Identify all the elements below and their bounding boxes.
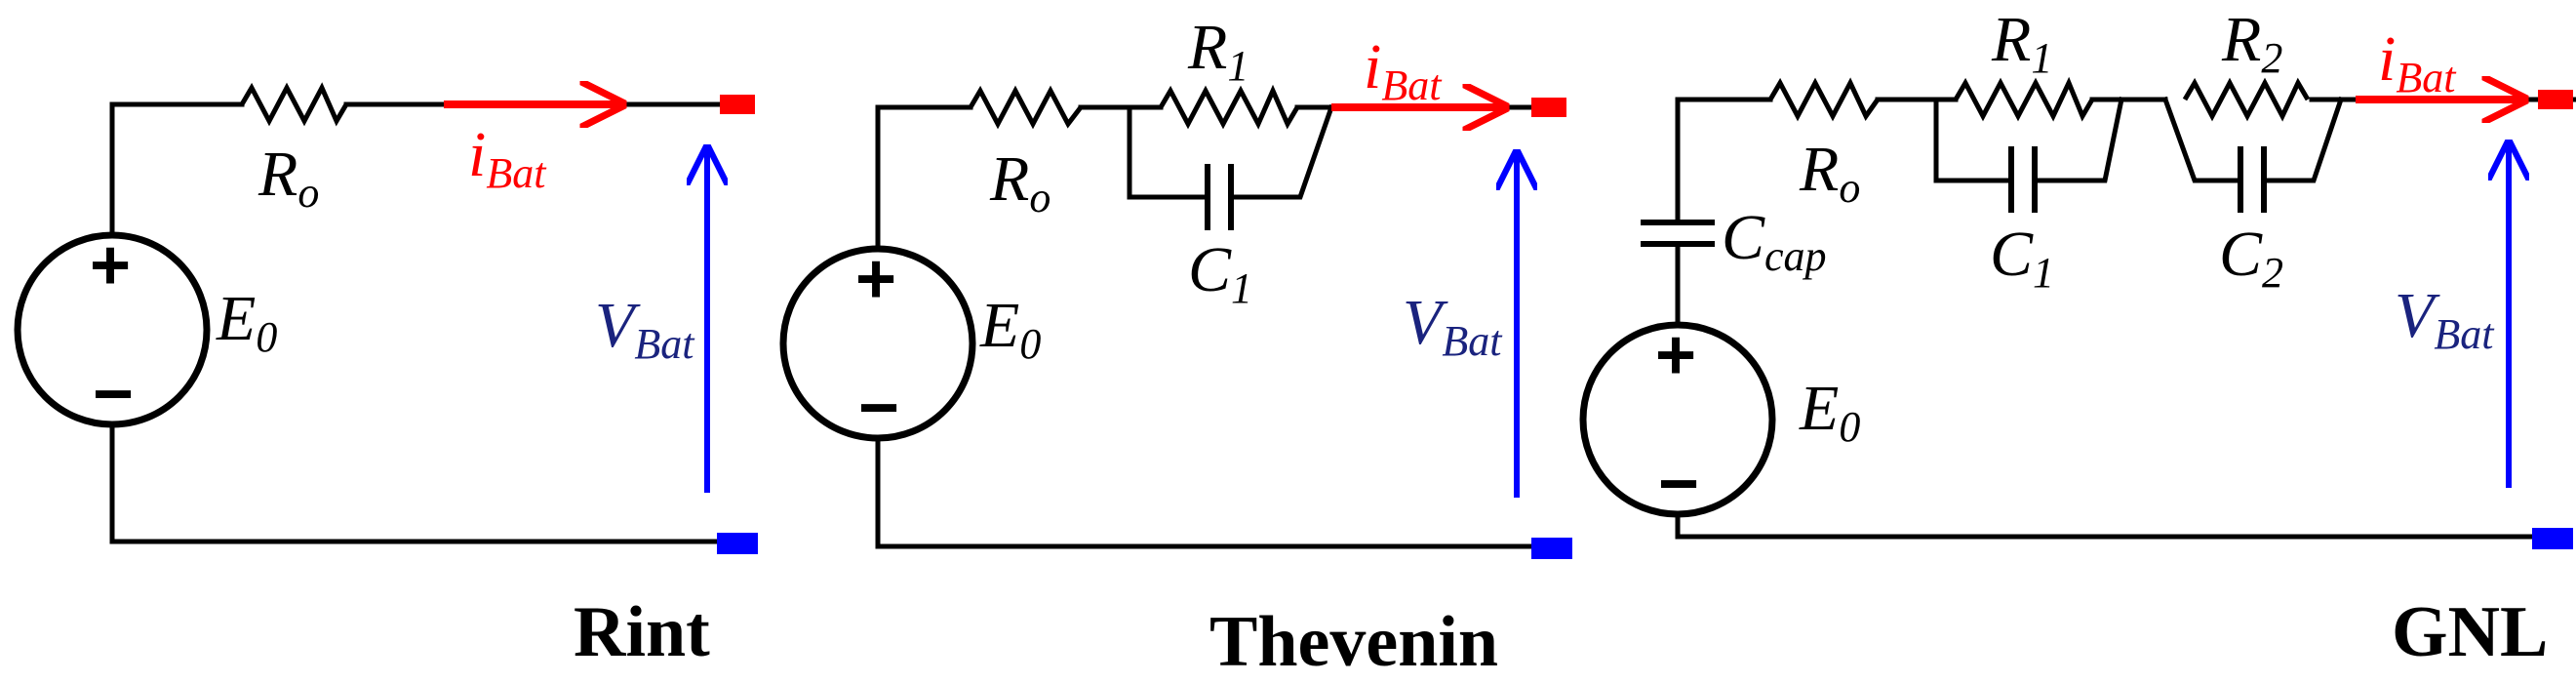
thevenin-resistor-ro	[968, 85, 1083, 130]
label-main: R	[258, 139, 297, 210]
label-main: C	[1722, 202, 1765, 273]
rint-wire-top	[109, 101, 749, 235]
gnl-title: GNL	[2392, 592, 2548, 672]
gnl-rc1-branch	[1933, 97, 2124, 183]
thevenin-minus-sign: −	[858, 369, 899, 447]
gnl-terminal-positive	[2538, 90, 2573, 109]
label-sub: 1	[1231, 264, 1252, 312]
thevenin-label-ro: Ro	[989, 143, 1050, 221]
gnl-plus-sign: +	[1655, 316, 1696, 394]
label-sub: Bat	[2396, 54, 2457, 101]
label-sub: o	[1839, 164, 1860, 212]
label-sub: o	[297, 169, 319, 217]
gnl-wire-bottom	[1675, 511, 2539, 540]
label-main: E	[1799, 373, 1839, 444]
thevenin-resistor-r1	[1158, 84, 1300, 130]
thevenin-rc-branch	[1127, 103, 1335, 200]
gnl-label-voltage: VBat	[2395, 280, 2495, 358]
label-sub: 2	[2262, 249, 2283, 297]
gnl-minus-sign: −	[1658, 445, 1699, 523]
gnl-label-c1: C1	[1990, 219, 2054, 297]
gnl-circuit: + − Ro R1 R2 Ccap C1 C2 iBat E0	[1579, 4, 2576, 672]
label-sub: 0	[256, 313, 277, 361]
rint-terminal-positive	[720, 95, 755, 114]
label-sub: Bat	[634, 320, 695, 368]
gnl-label-ro: Ro	[1799, 134, 1860, 212]
rint-label-current: iBat	[468, 119, 547, 197]
rint-resistor-ro	[239, 82, 349, 127]
thevenin-label-source: E0	[979, 290, 1041, 368]
rint-label-source: E0	[216, 283, 277, 361]
rint-plus-sign: +	[90, 226, 131, 304]
label-main: C	[1990, 219, 2034, 290]
rint-wire-bottom	[109, 422, 720, 544]
label-main: V	[1403, 287, 1448, 358]
thevenin-label-voltage: VBat	[1403, 287, 1503, 365]
gnl-label-c2: C2	[2219, 219, 2283, 297]
thevenin-terminal-negative	[1531, 538, 1572, 559]
label-main: C	[1188, 234, 1232, 305]
label-sub: cap	[1764, 232, 1827, 280]
label-main: R	[2221, 4, 2261, 75]
label-main: i	[468, 119, 486, 190]
label-sub: Bat	[2434, 310, 2495, 358]
rint-title: Rint	[574, 592, 710, 672]
label-sub: Bat	[1381, 61, 1443, 109]
gnl-resistor-r1	[1953, 76, 2095, 122]
label-main: V	[595, 290, 641, 361]
label-sub: 1	[1227, 42, 1248, 90]
rint-terminal-negative	[717, 533, 758, 554]
label-sub: 1	[2031, 34, 2052, 82]
thevenin-label-current: iBat	[1364, 31, 1443, 109]
thevenin-label-r1: R1	[1187, 12, 1248, 90]
thevenin-label-c1: C1	[1188, 234, 1252, 312]
gnl-label-source: E0	[1799, 373, 1860, 451]
label-sub: 2	[2261, 34, 2282, 82]
gnl-label-r2: R2	[2221, 4, 2282, 82]
label-main: R	[1187, 12, 1227, 83]
label-sub: 0	[1019, 320, 1041, 368]
gnl-label-ccap: Ccap	[1722, 202, 1827, 280]
thevenin-wire-top	[875, 104, 1564, 247]
label-main: E	[216, 283, 256, 354]
thevenin-wire-bottom	[875, 435, 1544, 549]
gnl-rc2-branch	[2161, 96, 2345, 183]
label-main: R	[989, 143, 1029, 215]
thevenin-terminal-positive	[1531, 98, 1566, 117]
rint-label-voltage: VBat	[595, 290, 695, 368]
gnl-wire-left-upper	[1675, 97, 1773, 225]
label-main: V	[2395, 280, 2440, 351]
gnl-terminal-negative	[2532, 528, 2573, 549]
label-sub: Bat	[486, 149, 547, 197]
gnl-label-r1: R1	[1991, 4, 2052, 82]
label-main: i	[2378, 23, 2396, 95]
rint-circuit: + − Ro iBat E0 VBat Rint	[14, 82, 758, 672]
label-main: R	[1991, 4, 2031, 75]
label-sub: 0	[1839, 403, 1860, 451]
gnl-resistor-r2	[2182, 77, 2311, 122]
thevenin-circuit: + − Ro R1 C1 iBat E0 VBat Thevenin	[779, 12, 1572, 682]
thevenin-title: Thevenin	[1209, 602, 1498, 682]
label-main: E	[979, 290, 1019, 361]
gnl-label-current: iBat	[2378, 23, 2457, 101]
rint-minus-sign: −	[93, 355, 134, 433]
gnl-resistor-ro	[1767, 77, 1881, 122]
rint-label-ro: Ro	[258, 139, 319, 217]
label-main: C	[2219, 219, 2263, 290]
label-sub: Bat	[1442, 317, 1503, 365]
thevenin-plus-sign: +	[855, 240, 896, 318]
label-sub: o	[1029, 174, 1050, 221]
label-main: i	[1364, 31, 1381, 102]
label-main: R	[1799, 134, 1839, 205]
label-sub: 1	[2033, 249, 2054, 297]
